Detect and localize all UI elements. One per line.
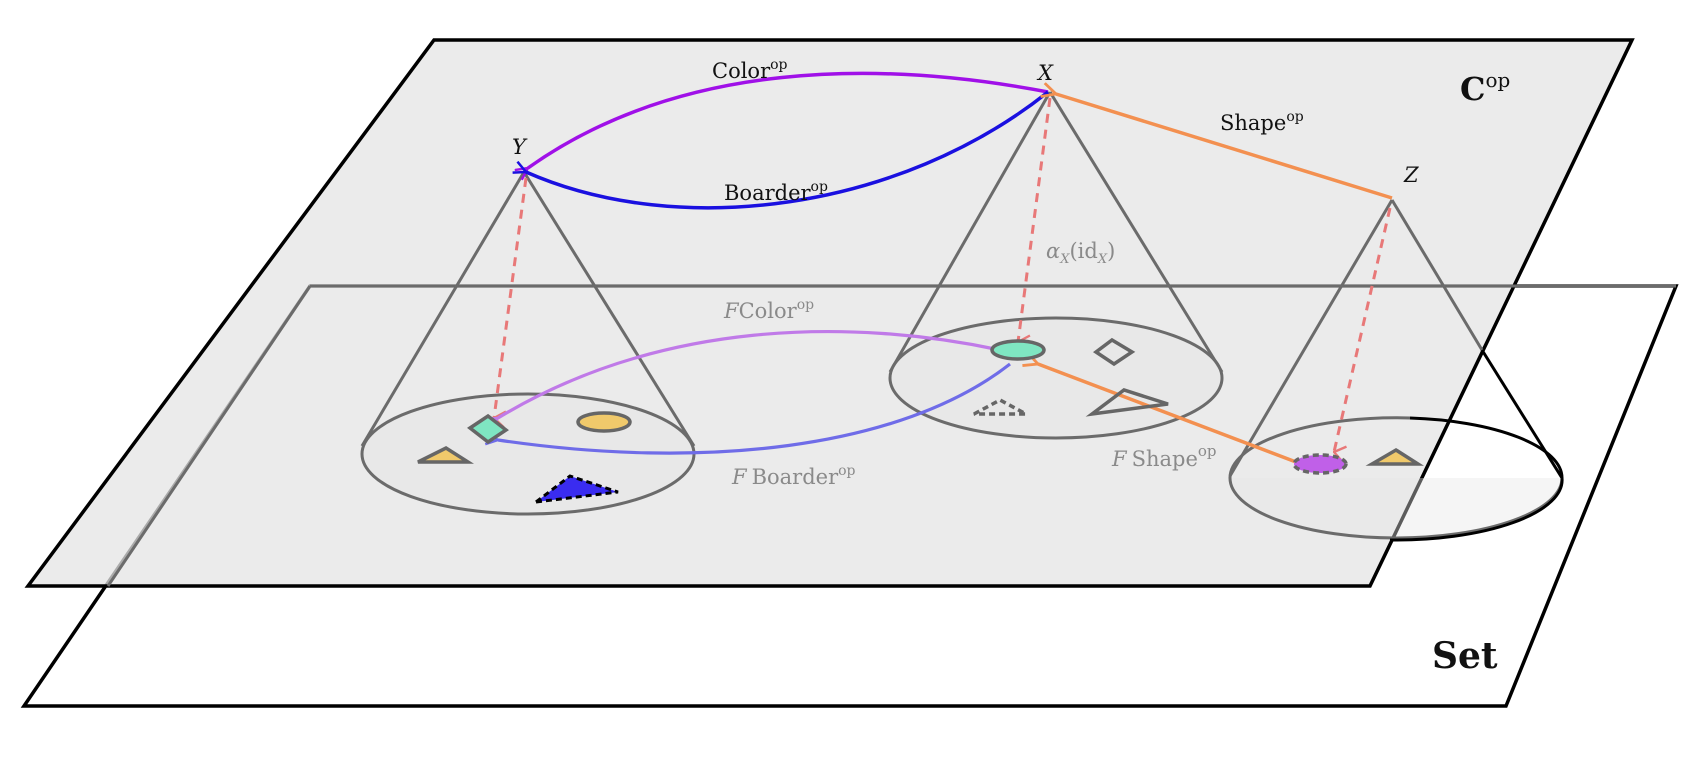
alpha-close-paren: ) [1107, 239, 1115, 263]
dashed-triangle-element [973, 398, 1027, 416]
set-y-elements [417, 411, 632, 505]
set-z-ellipse-back-outer [1409, 416, 1564, 479]
f-color-op-f: F [723, 299, 740, 323]
boarder-op-arrow [526, 90, 1050, 210]
alpha-id: id [1078, 239, 1098, 263]
teal-ellipse-element [990, 339, 1046, 361]
yellow-ellipse-element [576, 411, 632, 433]
set-z-ellipse-front-outer [1389, 477, 1564, 542]
f-shape-op-name: Shape [1132, 447, 1198, 471]
f-boarder-op-name: Boarder [752, 465, 840, 489]
color-op-sup: op [770, 57, 787, 73]
alpha-id-sub: X [1097, 252, 1108, 267]
f-shape-op-f: F [1111, 447, 1128, 471]
f-boarder-op-arrow [498, 362, 1011, 455]
blue-triangle-element [530, 474, 619, 505]
f-boarder-op-f: F [731, 465, 748, 489]
color-op-arrow [528, 71, 1049, 168]
boarder-op-label: Boarderop [724, 179, 828, 205]
c-op-sup: op [1485, 68, 1510, 92]
alpha-symbol: α [1046, 239, 1060, 263]
f-color-op-label: FColorop [723, 297, 814, 323]
c-op-letter: C [1460, 70, 1485, 108]
color-op-label: Colorop [712, 57, 788, 83]
object-z-label: Z [1403, 163, 1419, 187]
outline-diamond-element [1092, 337, 1136, 367]
f-boarder-op-sup: op [838, 463, 855, 479]
color-op-name: Color [712, 59, 771, 83]
dashed-arrow-y [494, 177, 528, 418]
yellow-triangle-z-element [1365, 447, 1425, 466]
f-color-op-name: Color [739, 299, 798, 323]
f-color-op-sup: op [797, 297, 814, 313]
cone-z [1228, 199, 1564, 542]
object-x-label: X [1036, 61, 1054, 85]
set-plane-left-edge [106, 285, 312, 587]
set-z-elements [1292, 447, 1425, 475]
set-x-ellipse [888, 316, 1224, 440]
shape-op-name: Shape [1220, 111, 1286, 135]
purple-ellipse-element [1292, 453, 1348, 475]
yellow-triangle-element [417, 445, 475, 464]
f-shape-op-sup: op [1198, 442, 1217, 460]
c-op-plane-label: Cop [1460, 68, 1510, 108]
f-color-op-arrow [498, 330, 1001, 418]
f-shape-op-arrow [1038, 364, 1297, 464]
set-z-ellipse-back-inner [1228, 416, 1411, 479]
shape-op-sup: op [1286, 109, 1303, 125]
alpha-sub: X [1059, 252, 1070, 267]
shape-op-label: Shapeop [1220, 109, 1304, 135]
alpha-open-paren: ( [1069, 239, 1077, 263]
shape-op-arrow [1056, 94, 1393, 200]
set-z-ellipse-front [1228, 477, 1564, 540]
set-x-elements [973, 337, 1169, 417]
alpha-label: αX(idX) [1046, 239, 1115, 267]
outline-triangle-element [1085, 388, 1169, 417]
boarder-op-sup: op [811, 179, 828, 195]
teal-diamond-element [467, 413, 509, 445]
set-plane-label: Set [1432, 635, 1498, 677]
boarder-op-name: Boarder [724, 181, 812, 205]
dashed-arrow-z [1334, 207, 1392, 452]
object-y-label: Y [512, 135, 528, 159]
